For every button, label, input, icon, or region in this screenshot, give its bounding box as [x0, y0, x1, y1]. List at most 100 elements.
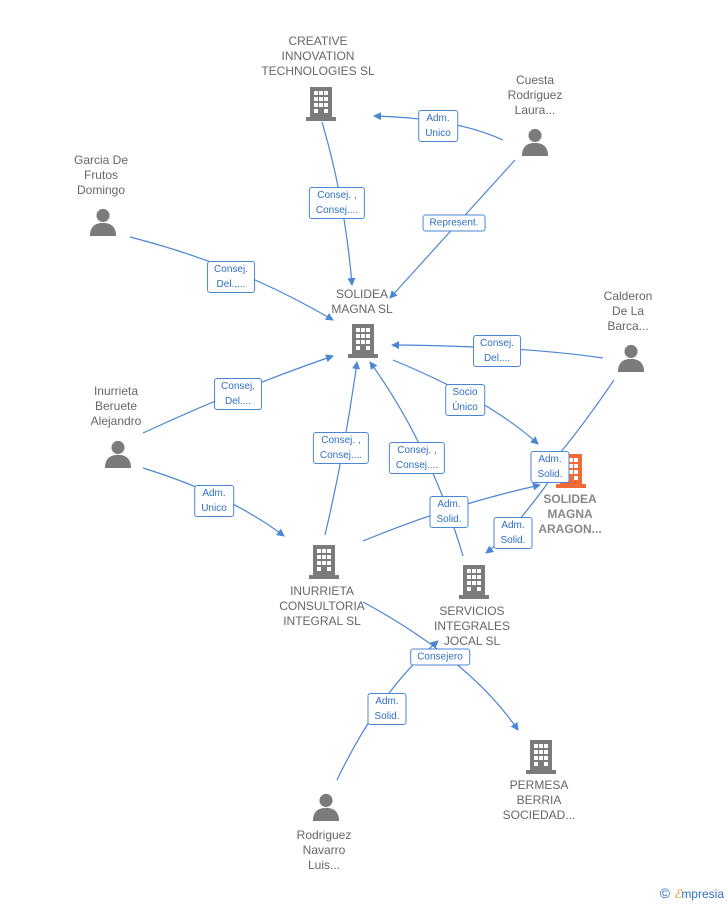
- person-icon: [521, 128, 549, 156]
- edge-label-line: Unico: [201, 503, 227, 514]
- edge-label-calderon-aragon[interactable]: Adm. Solid.: [530, 451, 570, 483]
- edge-label-line: Adm.: [202, 488, 226, 499]
- brand-name: mpresia: [681, 887, 724, 901]
- node-label-line: Alejandro: [90, 414, 142, 428]
- node-label-line: Navarro: [302, 843, 346, 857]
- edge-label-line: Consej....: [395, 460, 439, 471]
- edge-label-line: Consej.: [480, 338, 514, 349]
- edge-label-line: Consej. ,: [317, 190, 357, 201]
- node-label-solidea-aragon[interactable]: SOLIDEA MAGNA ARAGON...: [538, 492, 601, 537]
- person-icon: [89, 208, 117, 236]
- edge-label-rodriguez-servicios[interactable]: Adm. Solid.: [367, 693, 407, 725]
- node-label-line: CONSULTORIA: [279, 599, 365, 613]
- person-icon: [104, 440, 132, 468]
- edge-label-line: Del....: [483, 353, 511, 364]
- edge-label-line: Del.,...: [216, 279, 246, 290]
- edge-label-line: Adm.: [375, 696, 399, 707]
- node-label-line: Barca...: [607, 319, 649, 333]
- node-label-line: Calderon: [603, 289, 653, 303]
- node-label-line: Rodriguez: [296, 828, 352, 842]
- node-label-calderon[interactable]: Calderon De La Barca...: [604, 289, 653, 334]
- node-label-line: Domingo: [76, 183, 126, 197]
- brand-initial: ℰ: [674, 887, 682, 901]
- edge-label-inurrieta-consultoria[interactable]: Adm. Unico: [194, 485, 234, 517]
- node-label-line: SERVICIOS: [439, 604, 505, 618]
- edge-label-line: Consej....: [315, 205, 359, 216]
- node-label-line: Laura...: [514, 103, 556, 117]
- person-icon: [617, 344, 645, 372]
- node-label-servicios[interactable]: SERVICIOS INTEGRALES JOCAL SL: [434, 604, 510, 649]
- edge-label-solidea-aragon-socio[interactable]: Socio Único: [445, 384, 485, 416]
- edge-label-line: Solid.: [537, 469, 563, 480]
- node-label-rodriguez[interactable]: Rodriguez Navarro Luis...: [297, 828, 352, 873]
- edge-label-line: Adm.: [538, 454, 562, 465]
- edge-label-cuesta-solidea[interactable]: Represent.: [422, 214, 486, 232]
- edge-label-line: Represent.: [429, 217, 479, 229]
- edge-label-line: Adm.: [501, 520, 525, 531]
- copyright-icon: ©: [659, 885, 671, 901]
- person-icon: [312, 793, 340, 821]
- edge-label-line: Unico: [425, 128, 451, 139]
- edge-label-line: Consejero: [417, 651, 463, 663]
- edge-label-line: Solid.: [374, 711, 400, 722]
- node-label-line: Inurrieta: [93, 384, 139, 398]
- edge-label-line: Solid.: [436, 514, 462, 525]
- node-label-line: JOCAL SL: [443, 634, 501, 648]
- edge-label-line: Adm.: [426, 113, 450, 124]
- node-label-line: CREATIVE: [288, 34, 348, 48]
- building-icon: [526, 740, 556, 774]
- edge-label-consultoria-permesa[interactable]: Consejero: [410, 648, 470, 666]
- node-label-line: Cuesta: [515, 73, 555, 87]
- node-label-solidea-magna[interactable]: SOLIDEA MAGNA SL: [331, 287, 392, 317]
- edge-label-garcia-solidea[interactable]: Consej. Del.,...: [207, 261, 255, 293]
- node-label-line: BERRIA: [516, 793, 562, 807]
- node-label-cuesta[interactable]: Cuesta Rodriguez Laura...: [508, 73, 563, 118]
- edge-label-line: Adm.: [437, 499, 461, 510]
- edge-label-inurrieta-solidea[interactable]: Consej. Del....: [214, 378, 262, 410]
- node-label-line: SOLIDEA: [543, 492, 597, 506]
- edge-label-line: Consej. ,: [397, 445, 437, 456]
- edge-label-line: Consej.: [214, 264, 248, 275]
- building-icon: [306, 87, 336, 121]
- building-icon: [309, 545, 339, 579]
- node-label-garcia[interactable]: Garcia De Frutos Domingo: [74, 153, 128, 198]
- edge-label-line: Socio: [452, 387, 478, 398]
- edge-label-calderon-solidea[interactable]: Consej. Del....: [473, 335, 521, 367]
- node-label-line: Rodriguez: [507, 88, 563, 102]
- edge-label-line: Único: [452, 402, 478, 413]
- edge-label-consultoria-solidea[interactable]: Consej. , Consej....: [312, 432, 370, 464]
- node-label-line: Garcia De: [73, 153, 129, 167]
- node-label-line: TECHNOLOGIES SL: [261, 64, 375, 78]
- node-label-inurrieta-consultoria[interactable]: INURRIETA CONSULTORIA INTEGRAL SL: [279, 584, 365, 629]
- node-label-line: SOCIEDAD...: [502, 808, 576, 822]
- node-label-creative[interactable]: CREATIVE INNOVATION TECHNOLOGIES SL: [261, 34, 374, 79]
- node-label-line: Frutos: [83, 168, 118, 182]
- edge-calderon-aragon: [553, 379, 615, 461]
- edge-label-line: Consej. ,: [321, 435, 361, 446]
- node-label-line: MAGNA SL: [331, 302, 393, 316]
- node-label-line: Luis...: [307, 858, 341, 872]
- node-label-line: MAGNA: [547, 507, 593, 521]
- edge-label-line: Consej....: [319, 450, 363, 461]
- node-label-inurrieta-beruete[interactable]: Inurrieta Beruete Alejandro: [91, 384, 142, 429]
- empresia-logo: ©ℰmpresia: [660, 885, 724, 901]
- building-icon: [348, 324, 378, 358]
- node-label-line: INURRIETA: [290, 584, 354, 598]
- edge-label-aragon-servicios[interactable]: Adm. Solid.: [493, 517, 533, 549]
- node-label-line: INNOVATION: [281, 49, 355, 63]
- edge-label-servicios-solidea[interactable]: Consej. , Consej....: [388, 442, 446, 474]
- node-label-permesa[interactable]: PERMESA BERRIA SOCIEDAD...: [503, 778, 576, 823]
- node-label-line: INTEGRALES: [433, 619, 511, 633]
- node-label-line: PERMESA: [509, 778, 569, 792]
- node-label-line: Beruete: [94, 399, 138, 413]
- node-label-line: De La: [611, 304, 645, 318]
- edge-label-line: Del....: [224, 396, 252, 407]
- node-label-line: SOLIDEA: [335, 287, 389, 301]
- edges: [129, 112, 615, 781]
- edge-label-creative-solidea[interactable]: Consej. , Consej....: [308, 187, 366, 219]
- edge-label-line: Consej.: [221, 381, 255, 392]
- edge-label-cuesta-creative[interactable]: Adm. Unico: [418, 110, 458, 142]
- node-label-line: INTEGRAL SL: [283, 614, 361, 628]
- building-icon: [459, 565, 489, 599]
- edge-label-consultoria-aragon[interactable]: Adm. Solid.: [429, 496, 469, 528]
